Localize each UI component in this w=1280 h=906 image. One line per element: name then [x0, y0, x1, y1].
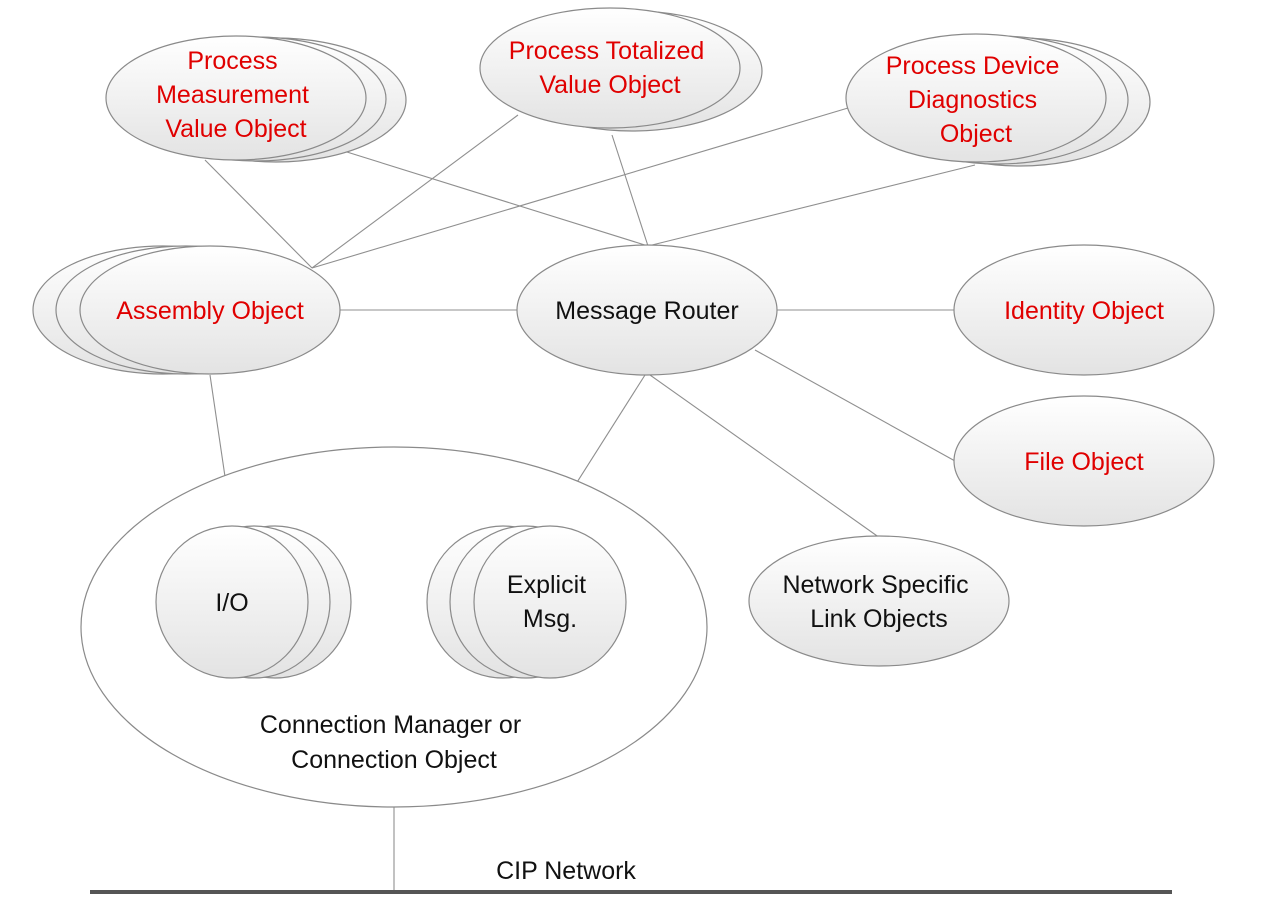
connection-manager-label: Connection Manager or Connection Object	[260, 711, 528, 774]
link-process-totalized-message-router	[611, 134, 649, 247]
assembly-object-label: Assembly Object	[116, 297, 304, 325]
link-message-router-file	[754, 349, 956, 462]
file-object-label: File Object	[1024, 448, 1144, 476]
message-router-node: Message Router	[516, 244, 778, 376]
process-device-diagnostics-object-node: Process Device Diagnostics Object	[845, 33, 1151, 167]
io-node: I/O	[155, 525, 352, 679]
link-process-measurement-message-router	[317, 142, 649, 247]
process-measurement-value-object-node: Process Measurement Value Object	[105, 35, 407, 163]
explicit-msg-node: Explicit Msg.	[426, 525, 627, 679]
process-totalized-value-object-node: Process Totalized Value Object	[479, 7, 763, 132]
identity-object-node: Identity Object	[953, 244, 1215, 376]
process-measurement-label: Process Measurement Value Object	[156, 47, 316, 143]
network-specific-link-objects-node: Network Specific Link Objects	[748, 535, 1010, 667]
link-process-measurement-assembly	[204, 159, 313, 269]
process-diagnostics-label: Process Device Diagnostics Object	[886, 52, 1067, 148]
message-router-label: Message Router	[555, 297, 738, 325]
link-message-router-network-link	[649, 374, 881, 539]
cip-network: CIP Network	[90, 857, 1172, 894]
explicit-msg-label: Explicit Msg.	[507, 571, 593, 633]
link-process-diagnostics-assembly	[311, 107, 849, 269]
network-link-label: Network Specific Link Objects	[782, 571, 975, 633]
cip-network-label: CIP Network	[496, 857, 636, 885]
process-totalized-label: Process Totalized Value Object	[509, 37, 711, 99]
link-process-totalized-assembly	[311, 114, 519, 269]
assembly-object-node: Assembly Object	[32, 245, 341, 375]
link-process-diagnostics-message-router	[647, 164, 976, 247]
io-label: I/O	[215, 589, 248, 617]
file-object-node: File Object	[953, 395, 1215, 527]
identity-object-label: Identity Object	[1004, 297, 1164, 325]
connector-lines	[204, 107, 976, 892]
